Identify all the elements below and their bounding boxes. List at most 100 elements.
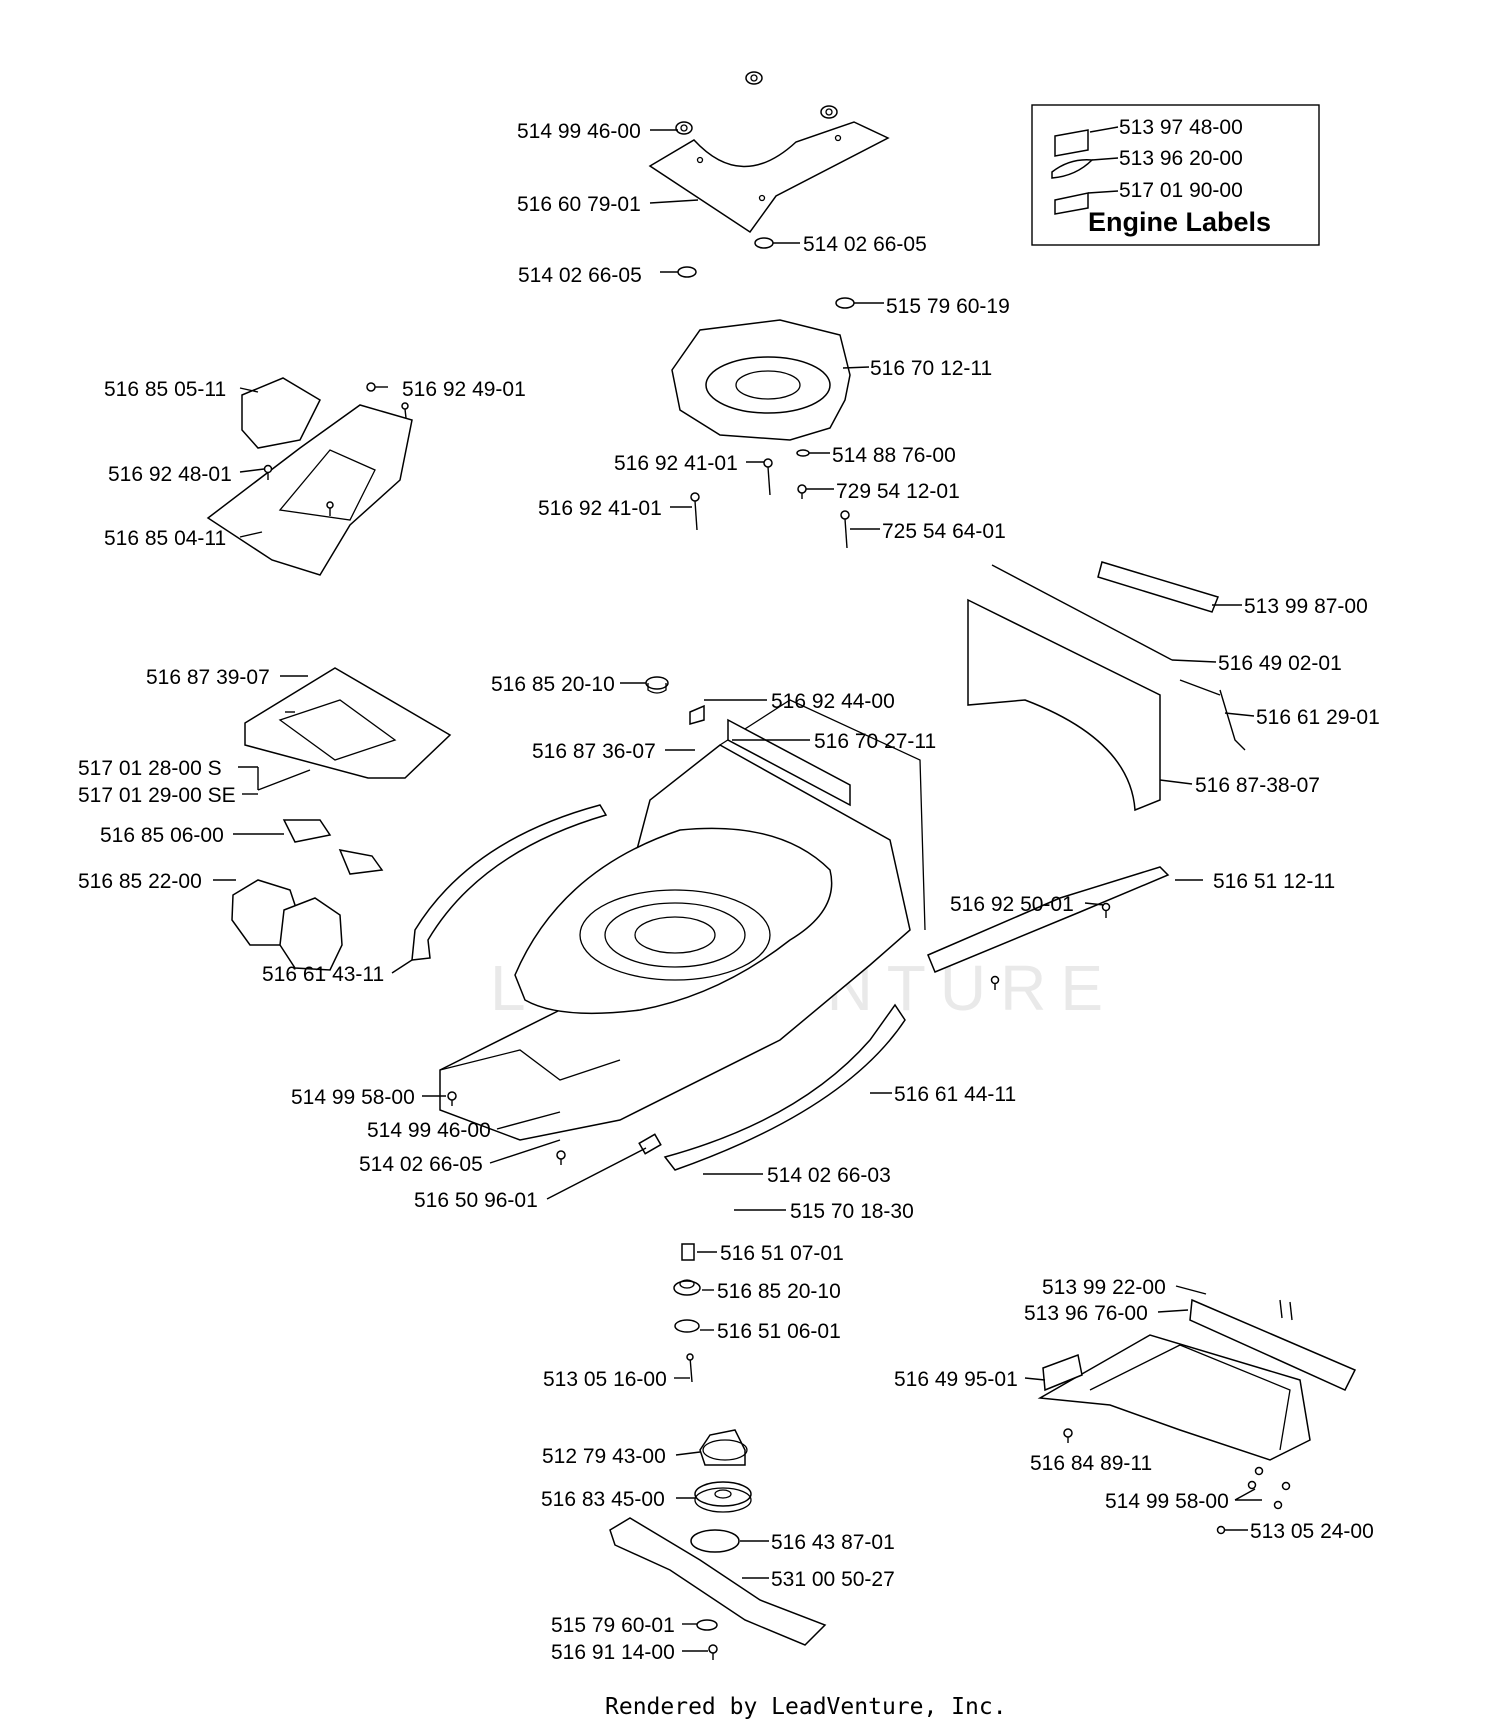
part-label: 517 01 28-00 S: [78, 757, 222, 780]
part-label: 516 85 04-11: [104, 527, 226, 550]
weight-block-shape: [282, 819, 332, 843]
part-label: 516 61 43-11: [262, 963, 384, 986]
part-label: 516 43 87-01: [771, 1531, 895, 1554]
mower-deck-group: [439, 676, 926, 1165]
part-label: 516 85 20-10: [717, 1280, 841, 1303]
part-label: 516 92 50-01: [950, 893, 1074, 916]
weight-block-shape: [338, 849, 384, 875]
nut-icon: [820, 105, 838, 119]
bolt-icon: [708, 1644, 718, 1660]
engine-labels-legend: 513 97 48-00 513 96 20-00 517 01 90-00 E…: [1031, 104, 1320, 246]
screw-icon: [401, 402, 409, 419]
rear-rail-shape: [1189, 1298, 1357, 1391]
washer-icon: [674, 1319, 700, 1333]
rear-chute-group: [967, 561, 1246, 812]
screw-icon: [1063, 1428, 1073, 1443]
legend-item: 513 96 20-00: [1119, 147, 1243, 170]
screw-icon: [1216, 1525, 1226, 1535]
washer-icon: [835, 297, 855, 309]
part-label: 531 00 50-27: [771, 1568, 895, 1591]
blade-adapter-icon: [699, 1429, 748, 1466]
bolt-icon: [1279, 1299, 1293, 1321]
part-label: 514 88 76-00: [832, 444, 956, 467]
weight-shape: [279, 897, 343, 971]
part-label: 513 05 16-00: [543, 1368, 667, 1391]
screw-icon: [447, 1091, 457, 1106]
screw-icon: [1281, 1481, 1291, 1491]
part-label: 516 87 36-07: [532, 740, 656, 763]
part-label: 517 01 29-00 SE: [78, 784, 236, 807]
screw-icon: [326, 501, 334, 516]
part-label: 516 92 44-00: [771, 690, 895, 713]
bracket-icon: [1042, 1353, 1083, 1392]
chute-shape: [967, 598, 1161, 812]
legend-item: 517 01 90-00: [1119, 179, 1243, 202]
deflector-group: [231, 667, 452, 971]
cap-icon: [645, 676, 669, 694]
blade-plate-icon: [690, 1529, 740, 1553]
part-label: 729 54 12-01: [836, 480, 960, 503]
handle-arms-group: [411, 804, 1170, 1171]
bolt-icon: [840, 510, 850, 549]
part-label: 516 61 29-01: [1256, 706, 1380, 729]
deflector-shape: [244, 667, 452, 779]
part-label: 516 92 49-01: [402, 378, 526, 401]
part-label: 514 02 66-05: [803, 233, 927, 256]
part-label: 516 85 20-10: [491, 673, 615, 696]
part-label: 513 99 22-00: [1042, 1276, 1166, 1299]
washer-icon: [796, 449, 810, 457]
part-label: 516 84 89-11: [1030, 1452, 1152, 1475]
part-label: 515 70 18-30: [790, 1200, 914, 1223]
legend-title: Engine Labels: [1088, 207, 1271, 237]
screw-icon: [263, 464, 273, 480]
screw-icon: [1101, 902, 1111, 918]
axle-bar-shape: [927, 866, 1170, 973]
part-label: 516 51 12-11: [1213, 870, 1335, 893]
part-label: 516 92 41-01: [538, 497, 662, 520]
nut-icon: [745, 71, 763, 85]
shroud-shape: [206, 404, 413, 576]
part-label: 516 49 02-01: [1218, 652, 1342, 675]
screw-icon: [366, 382, 388, 392]
part-label: 725 54 64-01: [882, 520, 1006, 543]
screw-icon: [797, 484, 807, 499]
part-label: 516 60 79-01: [517, 193, 641, 216]
part-label: 516 92 41-01: [614, 452, 738, 475]
screw-icon: [1273, 1500, 1283, 1510]
spacer-icon: [638, 1133, 662, 1155]
screw-icon: [1254, 1466, 1264, 1476]
legend-frame: [1031, 104, 1320, 246]
part-labels: 514 99 46-00 516 60 79-01 514 02 66-05 5…: [78, 120, 1380, 1664]
pulley-icon: [694, 1481, 752, 1513]
part-label: 516 70 27-11: [814, 730, 936, 753]
part-label: 514 99 58-00: [1105, 1490, 1229, 1513]
bolt-icon: [763, 458, 773, 496]
label-oval-icon: [1051, 159, 1094, 179]
part-label: 516 92 48-01: [108, 463, 232, 486]
part-label: 515 79 60-19: [886, 295, 1010, 318]
washer-icon: [754, 237, 774, 249]
part-label: 514 02 66-03: [767, 1164, 891, 1187]
cap-icon: [673, 1279, 701, 1296]
part-label: 516 51 06-01: [717, 1320, 841, 1343]
foam-block-shape: [241, 377, 321, 449]
label-strip-icon: [1054, 192, 1089, 215]
part-label: 513 05 24-00: [1250, 1520, 1374, 1543]
screw-icon: [556, 1150, 566, 1165]
part-label: 516 87 39-07: [146, 666, 270, 689]
part-label: 516 85 06-00: [100, 824, 224, 847]
part-label: 514 99 46-00: [517, 120, 641, 143]
bolt-icon: [686, 1353, 694, 1383]
label-sticker-icon: [1054, 129, 1089, 157]
skid-plate-shape: [1037, 1334, 1311, 1461]
nut-icon: [675, 121, 693, 135]
left-arm-shape: [411, 804, 608, 961]
right-arm-shape: [663, 1003, 906, 1171]
spring-icon: [1179, 679, 1221, 696]
part-label: 516 91 14-00: [551, 1641, 675, 1664]
bolt-icon: [690, 492, 700, 531]
legend-item: 513 97 48-00: [1119, 116, 1243, 139]
deck-bowl-shape: [514, 827, 833, 1015]
part-label: 516 70 12-11: [870, 357, 992, 380]
screw-icon: [990, 975, 1000, 990]
